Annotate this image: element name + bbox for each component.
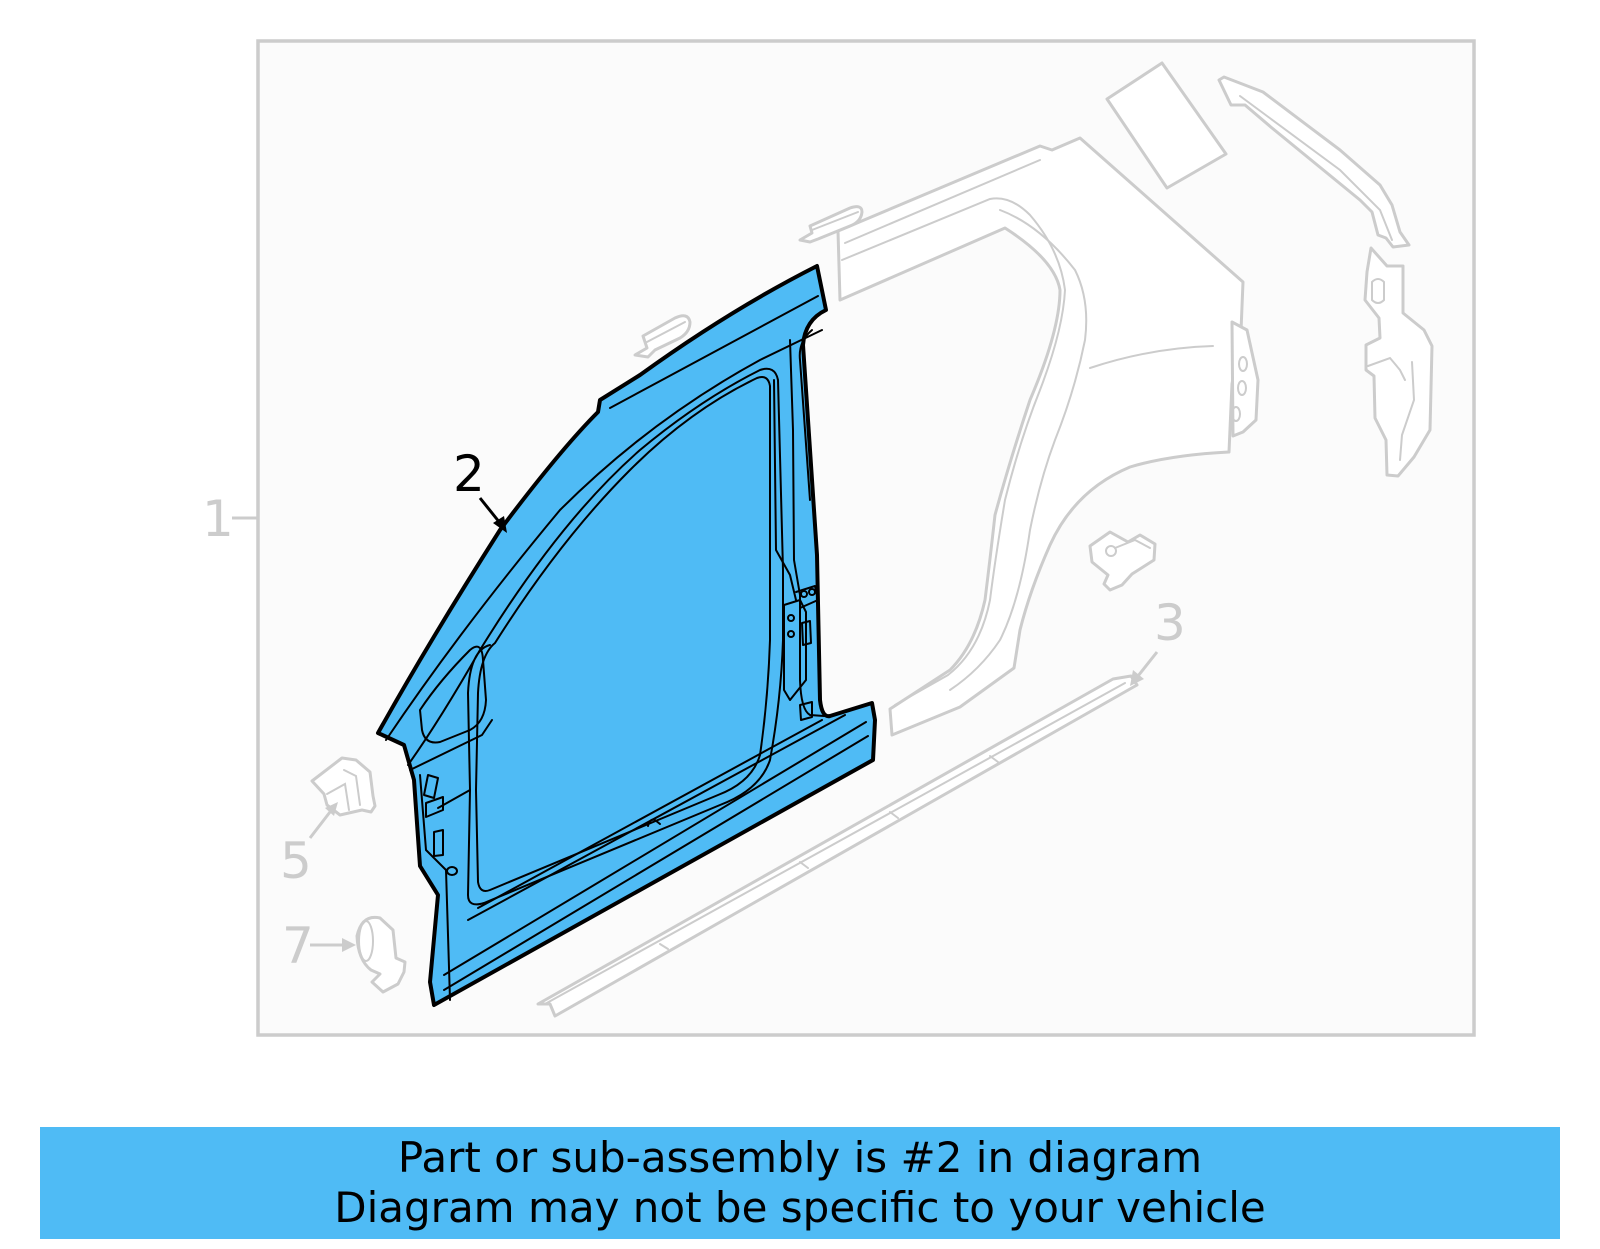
callout-3-leader [1136, 651, 1159, 677]
rear-quarter-panel [836, 136, 1260, 737]
callout-3-arrowhead [1130, 670, 1144, 686]
callout-7-arrowhead [342, 938, 356, 952]
mount-bracket-part-7 [355, 915, 407, 994]
front-bracket-part-5 [310, 756, 377, 817]
callout-7-label: 7 [282, 917, 314, 975]
rear-inner-pillar [1363, 246, 1434, 478]
callout-3-label: 3 [1154, 594, 1186, 652]
callout-5-leader [308, 811, 332, 839]
info-banner: Part or sub-assembly is #2 in diagram Di… [40, 1127, 1560, 1239]
rear-glass-panel [1105, 61, 1228, 190]
callout-2-leader [478, 497, 502, 524]
roof-rail-reinforcement [1217, 75, 1411, 249]
banner-line-disclaimer: Diagram may not be specific to your vehi… [334, 1183, 1266, 1232]
callout-5-arrowhead [325, 802, 338, 816]
callout-2-label: 2 [453, 445, 485, 503]
callout-1-label: 1 [202, 490, 234, 548]
rocker-reinforcement [536, 674, 1139, 1018]
highlighted-part-2-side-frame[interactable] [376, 264, 877, 1007]
quarter-bracket [1088, 530, 1157, 592]
callout-5-label: 5 [280, 832, 312, 890]
roof-rail-inner-line [1239, 95, 1393, 241]
banner-line-part-number: Part or sub-assembly is #2 in diagram [397, 1133, 1203, 1182]
callout-2-arrowhead [493, 516, 507, 533]
roof-clip-front-line [644, 321, 686, 344]
roof-clip-rear-line [811, 211, 859, 231]
